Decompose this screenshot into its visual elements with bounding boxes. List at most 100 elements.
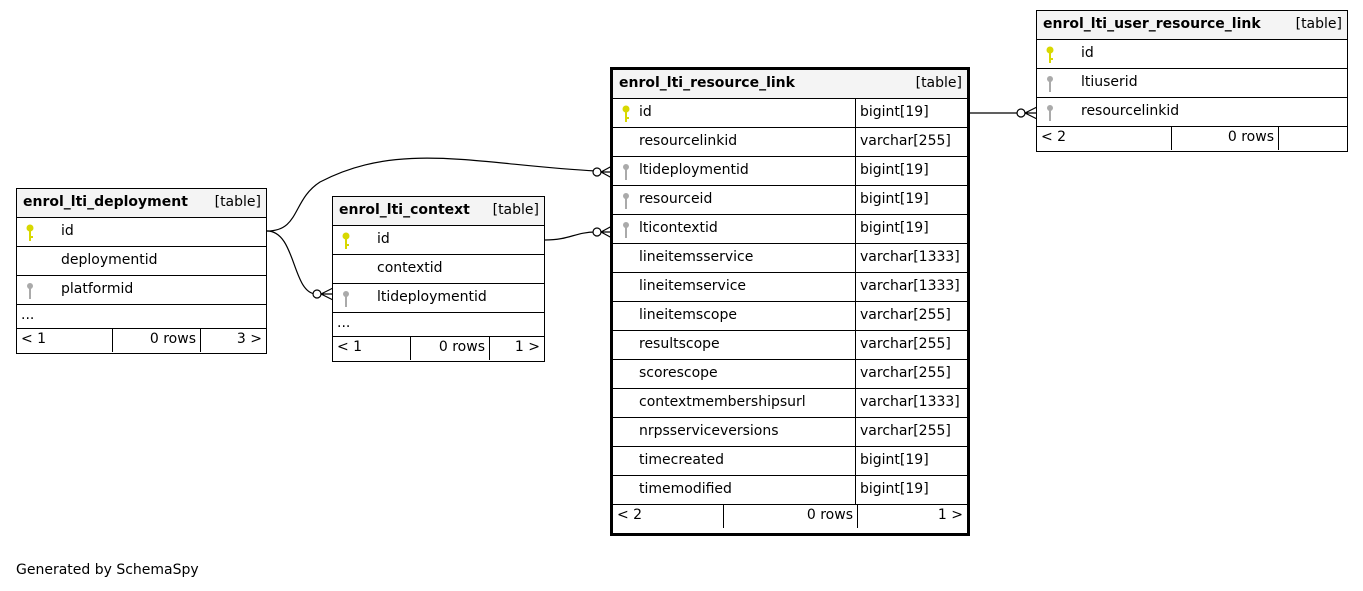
column-name: nrpsserviceversions [639, 423, 779, 439]
column-row[interactable]: scorescope varchar[255] [613, 360, 967, 389]
table-footer: < 1 0 rows 1 > [333, 337, 544, 360]
table-enrol-lti-context[interactable]: enrol_lti_context [table] id contextid l… [332, 196, 545, 362]
column-row[interactable]: resourcelinkid [1037, 98, 1347, 127]
column-row[interactable]: nrpsserviceversions varchar[255] [613, 418, 967, 447]
table-name[interactable]: enrol_lti_context [339, 202, 470, 218]
column-name: contextmembershipsurl [639, 394, 806, 410]
column-name: lticontextid [639, 220, 718, 236]
column-row[interactable]: id bigint[19] [613, 99, 967, 128]
table-enrol-lti-deployment[interactable]: enrol_lti_deployment [table] id deployme… [16, 188, 267, 354]
column-type: bigint[19] [855, 186, 967, 214]
primary-key-icon [26, 224, 34, 241]
more-columns[interactable]: ... [333, 313, 544, 337]
column-row[interactable]: resourceid bigint[19] [613, 186, 967, 215]
parents-link[interactable]: < 2 [617, 507, 643, 523]
column-name: timemodified [639, 481, 732, 497]
column-name: id [377, 231, 390, 247]
edge-deployment-to-context [266, 230, 317, 295]
column-name: id [61, 223, 74, 239]
children-link[interactable]: 1 > [489, 337, 544, 360]
column-name: resultscope [639, 336, 720, 352]
foreign-key-icon [623, 193, 629, 209]
column-name: lineitemsservice [639, 249, 754, 265]
table-enrol-lti-user-resource-link[interactable]: enrol_lti_user_resource_link [table] id … [1036, 10, 1348, 152]
foreign-key-icon [27, 283, 33, 299]
column-type: bigint[19] [855, 157, 967, 185]
edge-circle-marker [312, 289, 322, 299]
row-count: 0 rows [112, 329, 200, 352]
more-columns[interactable]: ... [17, 305, 266, 329]
table-footer: < 2 0 rows [1037, 127, 1347, 150]
table-header: enrol_lti_deployment [table] [17, 189, 266, 218]
foreign-key-icon [343, 291, 349, 307]
children-link[interactable] [1278, 127, 1347, 150]
column-name: timecreated [639, 452, 724, 468]
column-name: ltiuserid [1081, 74, 1138, 90]
column-row[interactable]: id [17, 218, 266, 247]
column-row[interactable]: resultscope varchar[255] [613, 331, 967, 360]
column-name: resourceid [639, 191, 713, 207]
column-row[interactable]: contextid [333, 255, 544, 284]
edge-circle-marker [592, 167, 602, 177]
column-row[interactable]: deploymentid [17, 247, 266, 276]
primary-key-icon [342, 232, 350, 249]
column-row[interactable]: ltiuserid [1037, 69, 1347, 98]
column-type: varchar[255] [855, 331, 967, 359]
table-header: enrol_lti_user_resource_link [table] [1037, 11, 1347, 40]
children-link[interactable]: 1 > [857, 505, 967, 528]
column-row[interactable]: contextmembershipsurl varchar[1333] [613, 389, 967, 418]
table-name[interactable]: enrol_lti_user_resource_link [1043, 16, 1261, 32]
column-name: id [1081, 45, 1094, 61]
parents-link[interactable]: < 1 [337, 339, 363, 355]
primary-key-icon [622, 105, 630, 122]
column-name: id [639, 104, 652, 120]
edge-deployment-to-resource-link [266, 157, 597, 232]
column-name: lineitemservice [639, 278, 747, 294]
column-name: lineitemscope [639, 307, 737, 323]
crows-foot-marker [320, 287, 334, 301]
column-name: scorescope [639, 365, 718, 381]
column-row[interactable]: id [1037, 40, 1347, 69]
table-header: enrol_lti_resource_link [table] [613, 70, 967, 99]
table-name[interactable]: enrol_lti_resource_link [619, 75, 795, 91]
table-footer: < 2 0 rows 1 > [613, 505, 967, 528]
column-name: contextid [377, 260, 443, 276]
crows-foot-marker [1024, 106, 1038, 120]
table-enrol-lti-resource-link[interactable]: enrol_lti_resource_link [table] id bigint… [610, 67, 970, 536]
parents-link[interactable]: < 1 [21, 331, 47, 347]
column-row[interactable]: ltideploymentid bigint[19] [613, 157, 967, 186]
column-type: varchar[1333] [855, 389, 967, 417]
column-row[interactable]: lineitemscope varchar[255] [613, 302, 967, 331]
parents-link[interactable]: < 2 [1041, 129, 1067, 145]
column-name: resourcelinkid [639, 133, 738, 149]
row-count: 0 rows [410, 337, 489, 360]
generated-by-label: Generated by SchemaSpy [16, 562, 199, 578]
column-row[interactable]: ltideploymentid [333, 284, 544, 313]
column-name: platformid [61, 281, 134, 297]
column-row[interactable]: platformid [17, 276, 266, 305]
column-name: ltideploymentid [639, 162, 749, 178]
column-row[interactable]: id [333, 226, 544, 255]
edge-circle-marker [1016, 108, 1026, 118]
column-type: bigint[19] [855, 99, 967, 127]
table-kind: [table] [492, 202, 539, 218]
column-type: varchar[255] [855, 360, 967, 388]
row-count: 0 rows [723, 505, 857, 528]
table-kind: [table] [214, 194, 261, 210]
foreign-key-icon [1047, 76, 1053, 92]
edge-circle-marker [592, 227, 602, 237]
table-kind: [table] [915, 75, 962, 91]
table-footer: < 1 0 rows 3 > [17, 329, 266, 352]
column-type: varchar[255] [855, 302, 967, 330]
column-name: resourcelinkid [1081, 103, 1180, 119]
table-name[interactable]: enrol_lti_deployment [23, 194, 188, 210]
foreign-key-icon [623, 164, 629, 180]
column-type: varchar[255] [855, 418, 967, 446]
children-link[interactable]: 3 > [200, 329, 266, 352]
